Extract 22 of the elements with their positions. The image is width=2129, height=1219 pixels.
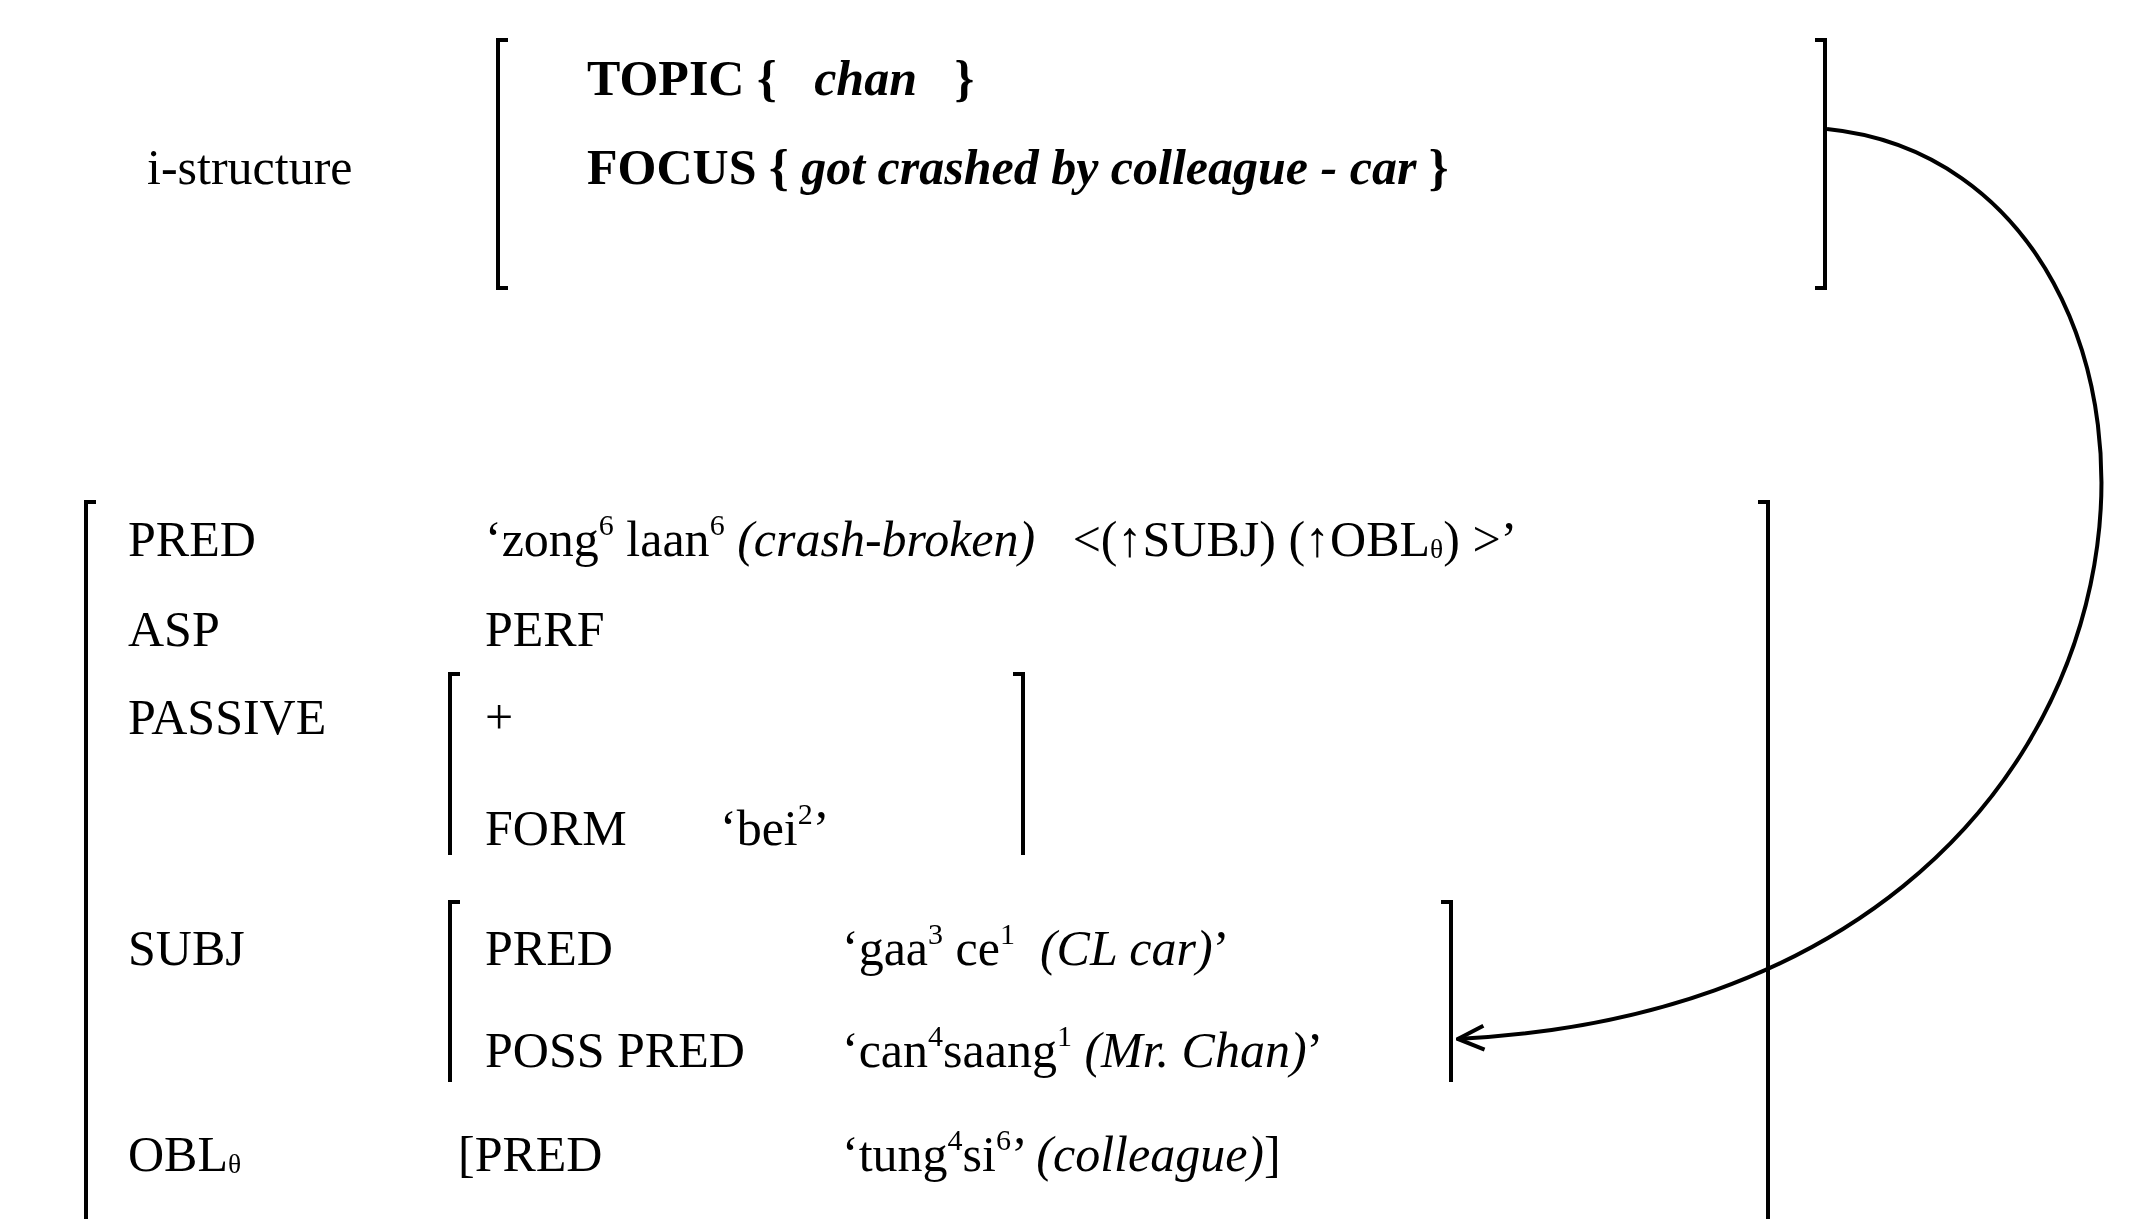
attribute-value-matrix <box>448 672 1025 855</box>
feature-value: PERF <box>485 601 605 657</box>
feature-name: ‘tung$^{4}$si$^{6}$’ (colleague)] <box>842 1126 1281 1182</box>
curved-arrow <box>1456 127 2104 1050</box>
attribute-value-matrix <box>448 900 1453 1082</box>
feature-value: ‘can$^{4}$saang$^{1}$ (Mr. Chan)’ <box>842 1022 1324 1078</box>
structure-label: i-structure <box>147 139 353 195</box>
feature-value: [PRED <box>458 1126 603 1182</box>
information-feature: TOPIC { chan } <box>587 50 975 106</box>
feature-value: + <box>485 689 514 745</box>
feature-name: POSS PRED <box>485 1022 745 1078</box>
feature-value: SUBJ <box>128 920 245 976</box>
feature-name: FORM <box>485 800 627 856</box>
information-feature: FOCUS { got crashed by colleague - car } <box>587 139 1449 195</box>
feature-name: PRED <box>485 920 613 976</box>
feature-name: ASP <box>128 601 220 657</box>
attribute-value-matrix <box>496 38 1827 290</box>
feature-name: PRED <box>128 511 256 567</box>
feature-value: ‘bei$^{2}$’ <box>720 800 830 856</box>
feature-name: PASSIVE <box>128 689 327 745</box>
feature-value: ‘gaa$^{3}$ ce$^{1}$ (CL car)’ <box>842 920 1230 976</box>
attribute-value-matrix <box>84 500 1770 1219</box>
